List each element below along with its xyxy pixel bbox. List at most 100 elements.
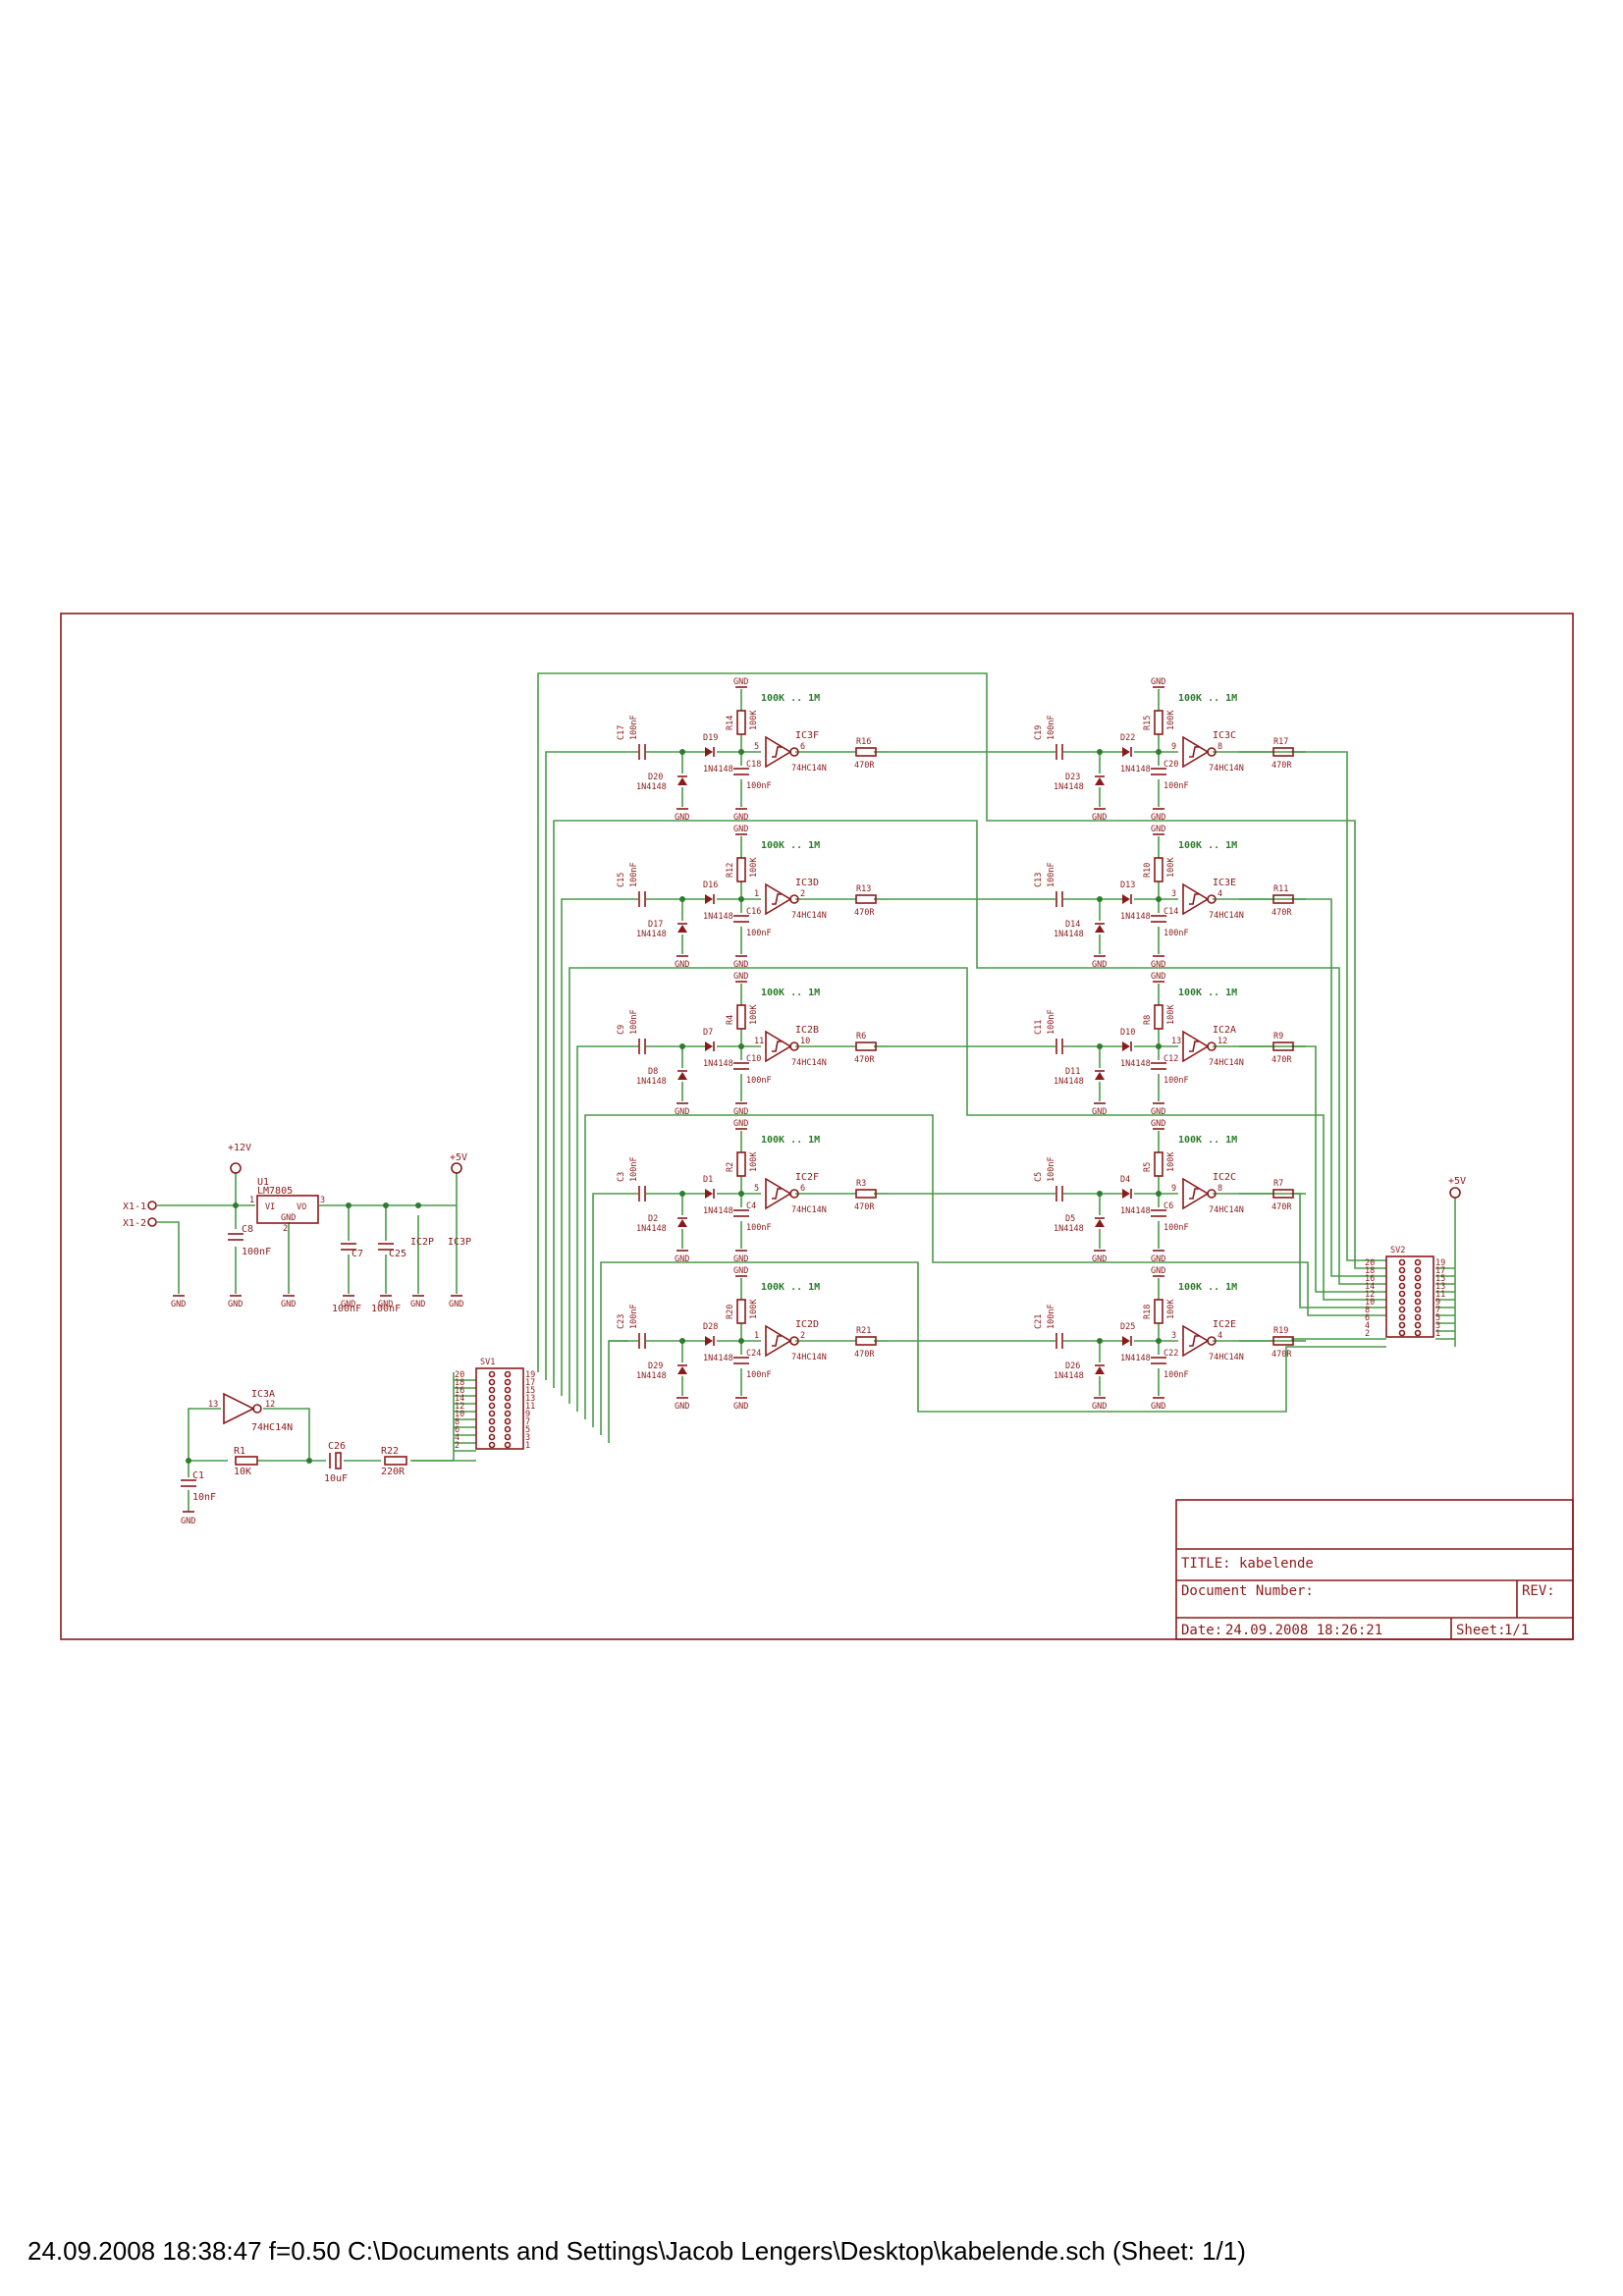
ic3a-pin-in: 13 [208,1400,218,1410]
input-cap-label: C5 [1034,1172,1044,1182]
feedback-cap-gnd: GND [733,1397,748,1412]
regulator-gnd: GND [281,1213,296,1223]
gate-pin-out: 10 [800,1037,810,1046]
power-ground: GND [410,1295,425,1309]
ground-diode [677,777,687,785]
series-diode-label: D4 [1120,1175,1130,1185]
input-cap-label: C21 [1034,1314,1044,1329]
ground-diode-part: 1N4148 [1054,1371,1084,1381]
pot-resistor [1154,710,1163,735]
regulator-name: U1 [257,1177,269,1188]
pot-range-note: 100K .. 1M [1178,840,1237,851]
pot-value: 100K [749,1004,759,1025]
feedback-cap-label: C24 [746,1349,761,1359]
pot-gnd-label: GND [1151,1266,1165,1276]
ground-diode-gnd: GND [675,1250,689,1264]
gate-pin-out: 6 [800,1184,805,1194]
pot-range-note: 100K .. 1M [761,840,820,851]
gate-label: IC3D [795,878,819,888]
pot-value: 100K [1166,1151,1176,1172]
ground-diode-gnd: GND [1092,1102,1107,1117]
connector-pin-right: 13 [525,1394,535,1404]
series-diode-label: D19 [703,733,718,743]
feedback-cap-gnd: GND [733,955,748,970]
ground-diode-gnd: GND [1092,808,1107,823]
r1-value: 10K [234,1467,251,1477]
feedback-cap-label: C12 [1163,1054,1178,1064]
output-resistor-value: 470R [1271,908,1292,918]
feedback-cap-value: 100nF [1163,929,1189,938]
connector-pin-left: 12 [1365,1290,1375,1300]
series-diode [705,1189,713,1199]
output-resistor-value: 470R [1271,1202,1292,1212]
ground-diode [677,925,687,933]
pot-gnd-label: GND [733,1266,748,1276]
pot-gnd-label: GND [733,972,748,982]
regulator-pin-in: 1 [249,1196,254,1205]
gate-label: IC3F [795,730,819,741]
series-diode-label: D28 [703,1322,718,1332]
bus-wires [412,672,1456,1462]
ground-diode-label: D2 [648,1214,658,1224]
ground-diode-part: 1N4148 [636,1371,667,1381]
ground-diode [677,1219,687,1227]
pot-resistor [736,1299,746,1324]
connector-pin-left: 20 [455,1370,464,1380]
ground-diode-part: 1N4148 [1054,1224,1084,1234]
pot-value: 100K [749,1299,759,1319]
oscillator-gnd: GND [181,1511,195,1526]
ground-label: GND [1092,1107,1107,1117]
connector-pin-right: 5 [525,1425,530,1435]
ground-diode [1095,925,1105,933]
c25-value: 100nF [371,1304,401,1314]
output-resistor-label: R7 [1273,1179,1283,1189]
ground-diode-label: D23 [1065,773,1080,782]
feedback-cap-label: C4 [746,1201,756,1211]
feedback-cap-value: 100nF [1163,1076,1189,1086]
connector-pin-left: 6 [455,1425,460,1435]
input-cap-label: C13 [1034,873,1044,887]
ground-diode-gnd: GND [675,1397,689,1412]
gate-pin-in: 5 [754,742,759,752]
input-cap-value: 100nF [1047,862,1056,887]
ground-diode-part: 1N4148 [1054,930,1084,939]
pot-label: R15 [1143,716,1153,730]
pot-range-note: 100K .. 1M [761,988,820,998]
ground-label: GND [733,813,748,823]
schmitt-gate [1182,735,1210,769]
supply-5v-right-label: +5V [1448,1176,1466,1187]
pot-gnd-label: GND [1151,1119,1165,1129]
ground-diode-part: 1N4148 [636,1224,667,1234]
input-cap-value: 100nF [1047,1156,1056,1182]
series-diode-part: 1N4148 [1120,1059,1151,1069]
pot-range-note: 100K .. 1M [1178,988,1237,998]
input-cap-label: C3 [617,1172,626,1182]
series-diode [1122,1336,1130,1346]
connector-pin-left: 6 [1365,1313,1370,1323]
feedback-cap-label: C16 [746,907,761,917]
connector-name: SV1 [480,1358,495,1367]
title-value: kabelende [1239,1556,1314,1572]
connector-pin-left: 10 [455,1410,464,1419]
connector-pin-right: 1 [1435,1329,1440,1339]
pot-range-note: 100K .. 1M [761,1282,820,1293]
output-resistor [1272,1336,1294,1346]
title-block: TITLE: kabelende Document Number: REV: D… [1175,1499,1574,1640]
power-ground: GND [171,1295,186,1309]
gate-part: 74HC14N [791,1353,827,1362]
series-diode-part: 1N4148 [1120,912,1151,922]
pot-range-note: 100K .. 1M [1178,1135,1237,1146]
ground-diode-label: D14 [1065,920,1080,930]
feedback-cap-value: 100nF [746,1076,772,1086]
series-diode-label: D7 [703,1028,713,1038]
connector-pin-right: 17 [525,1378,535,1388]
pot-range-note: 100K .. 1M [1178,1282,1237,1293]
connector-pin-right: 11 [525,1402,535,1412]
output-resistor-value: 470R [1271,1350,1292,1360]
sheet-label: Sheet: [1456,1623,1506,1638]
oscillator-gnd-label: GND [181,1517,195,1526]
series-diode-label: D25 [1120,1322,1135,1332]
output-resistor-label: R3 [856,1179,866,1189]
pot-label: R20 [726,1305,735,1319]
series-diode-part: 1N4148 [703,765,733,774]
